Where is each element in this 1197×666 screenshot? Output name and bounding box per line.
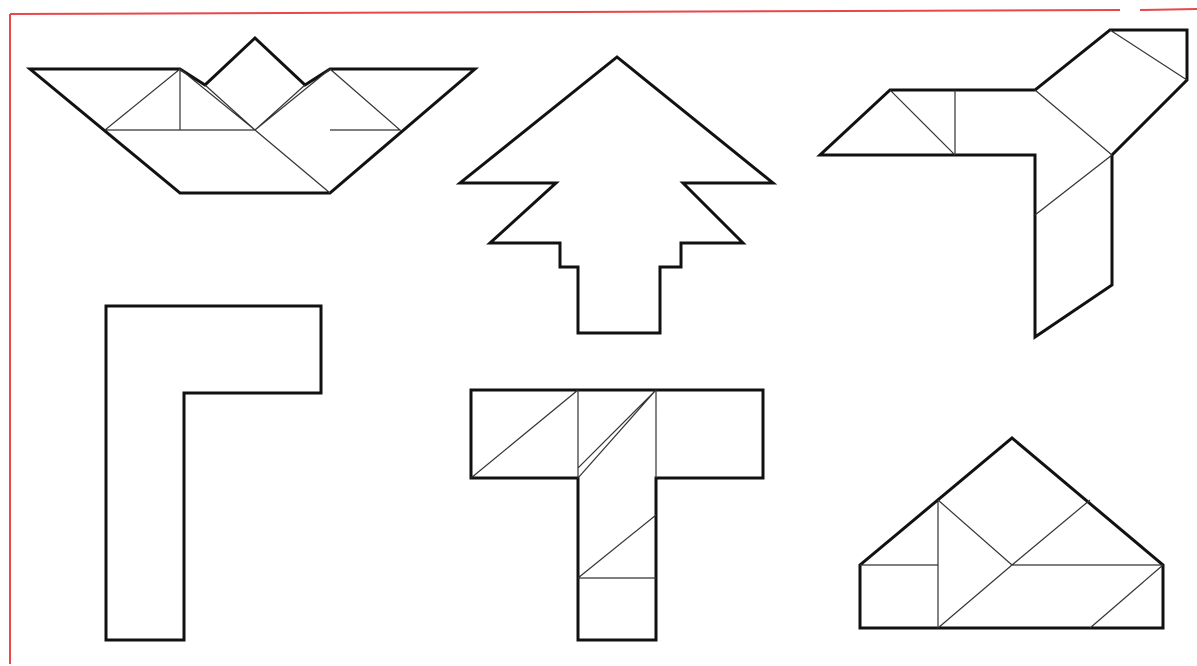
frame-top-edge — [10, 10, 1120, 14]
boat-figure — [30, 38, 475, 193]
t-outline — [471, 390, 763, 640]
house-figure — [860, 438, 1163, 628]
corner-figure — [106, 306, 321, 640]
house-outline — [860, 438, 1163, 628]
t-figure — [471, 390, 763, 640]
corner-outline — [106, 306, 321, 640]
bird-figure — [820, 30, 1187, 337]
boat-outline — [30, 38, 475, 193]
frame-top-edge-right — [1140, 9, 1197, 10]
tree-outline — [460, 57, 773, 333]
tree-figure — [460, 57, 773, 333]
bird-outline — [820, 30, 1187, 337]
